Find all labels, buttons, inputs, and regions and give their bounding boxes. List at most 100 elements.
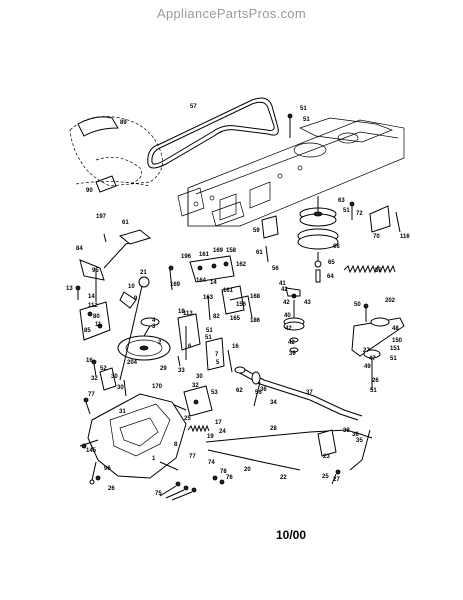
callout-31: 31: [119, 409, 126, 415]
callout-7: 7: [215, 352, 219, 358]
callout-9: 9: [134, 296, 138, 302]
drive-belt: [147, 97, 279, 169]
shift-plate: [75, 229, 152, 341]
callout-29: 29: [160, 366, 167, 372]
callout-13: 13: [66, 286, 73, 292]
callout-65: 65: [328, 260, 335, 266]
callout-25: 25: [184, 416, 191, 422]
callout-51: 51: [205, 335, 212, 341]
transaxle-housing: [79, 393, 187, 485]
brake-spring: [187, 424, 210, 433]
callout-53: 53: [211, 390, 218, 396]
transaxle-pulley: [117, 317, 171, 361]
callout-158: 158: [226, 248, 237, 254]
callout-17: 17: [215, 420, 222, 426]
callout-112: 112: [88, 303, 98, 309]
callout-24: 24: [219, 429, 226, 435]
callout-32: 32: [91, 376, 98, 382]
callout-51: 51: [370, 388, 377, 394]
callout-30: 30: [196, 374, 203, 380]
seat-fender-outline: [69, 116, 163, 193]
callout-77: 77: [189, 454, 196, 460]
callout-20: 20: [244, 467, 251, 473]
callout-204: 204: [127, 360, 138, 366]
callout-70: 70: [373, 234, 380, 240]
callout-26: 26: [108, 486, 115, 492]
callout-56: 56: [255, 390, 262, 396]
callout-169: 169: [213, 248, 224, 254]
callout-162: 162: [236, 262, 247, 268]
tension-spring: [343, 264, 396, 274]
callout-14: 14: [88, 294, 95, 300]
callout-14: 14: [210, 280, 217, 286]
callout-196: 196: [181, 254, 192, 260]
callout-51: 51: [343, 208, 350, 214]
callout-1: 1: [152, 456, 156, 462]
callout-8: 8: [174, 442, 178, 448]
callout-66: 66: [333, 244, 340, 250]
brake-pedal-shaft: [234, 366, 363, 421]
engine-pulley-stack: [297, 196, 339, 283]
callout-34: 34: [270, 400, 277, 406]
callout-64: 64: [327, 274, 334, 280]
callout-4: 4: [152, 318, 156, 324]
callout-47: 47: [369, 356, 376, 362]
pedal-rod: [205, 429, 373, 485]
callout-27: 27: [363, 348, 370, 354]
callout-18: 18: [178, 309, 185, 315]
callout-36: 36: [352, 432, 359, 438]
callout-51: 51: [300, 106, 307, 112]
chassis-frame: [177, 117, 405, 227]
callout-89: 89: [120, 120, 127, 126]
callout-164: 164: [196, 278, 207, 284]
callout-57: 57: [190, 104, 197, 110]
callout-42: 42: [283, 300, 290, 306]
brake-linkage-bracket: [168, 255, 253, 321]
callout-22: 22: [280, 475, 287, 481]
site-watermark: AppliancePartsPros.com: [157, 6, 306, 21]
callout-163: 163: [203, 295, 214, 301]
callout-50: 50: [354, 302, 361, 308]
callout-76: 76: [226, 475, 233, 481]
left-fasteners: [83, 359, 127, 481]
callout-186: 186: [250, 318, 261, 324]
callout-165: 165: [230, 316, 241, 322]
callout-77: 77: [88, 392, 95, 398]
callout-42: 42: [288, 340, 295, 346]
callout-51: 51: [206, 328, 213, 334]
callout-40: 40: [284, 313, 291, 319]
callout-82: 82: [213, 314, 220, 320]
callout-49: 49: [364, 364, 371, 370]
callout-161: 161: [199, 252, 210, 258]
callout-151: 151: [390, 346, 401, 352]
revision-date-code: 10/00: [276, 528, 307, 542]
belt-guide: [261, 215, 279, 263]
callout-32: 32: [192, 383, 199, 389]
callout-19: 19: [207, 434, 214, 440]
callout-84: 84: [76, 246, 83, 252]
callout-51: 51: [303, 117, 310, 123]
callout-78: 78: [220, 469, 227, 475]
callout-197: 197: [96, 214, 107, 220]
callout-96: 96: [104, 466, 111, 472]
callout-51: 51: [390, 356, 397, 362]
callout-33: 33: [178, 368, 185, 374]
callout-39: 39: [289, 351, 296, 357]
callout-55: 55: [375, 268, 382, 274]
callout-52: 52: [100, 366, 107, 372]
callout-16: 16: [232, 344, 239, 350]
callout-30: 30: [117, 385, 124, 391]
callout-95: 95: [92, 268, 99, 274]
callout-59: 59: [253, 228, 260, 234]
callout-11: 11: [95, 322, 102, 328]
callout-61: 61: [122, 220, 129, 226]
callout-90: 90: [86, 188, 93, 194]
shift-lever: [119, 276, 150, 381]
callout-145: 145: [86, 448, 97, 454]
callout-169: 169: [170, 282, 181, 288]
callout-23: 23: [323, 454, 330, 460]
callout-3: 3: [152, 324, 156, 330]
